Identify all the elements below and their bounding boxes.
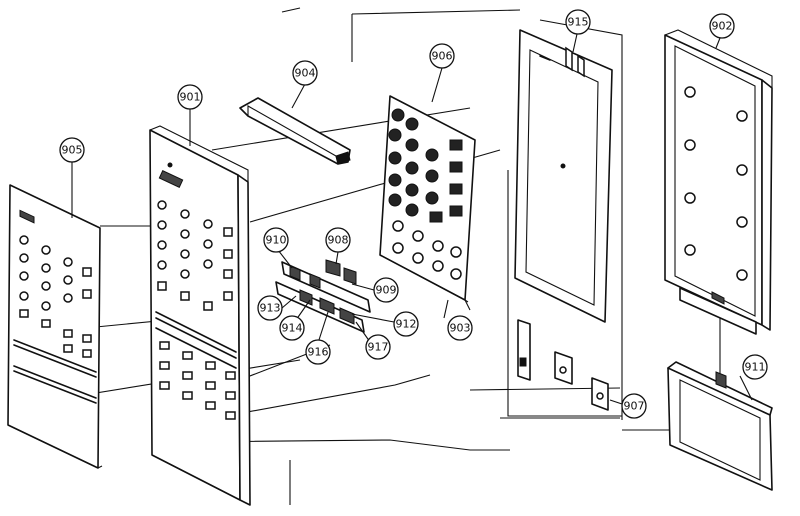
svg-text:908: 908 — [328, 234, 349, 247]
svg-text:917: 917 — [368, 341, 389, 354]
callout-911: 911 — [742, 354, 768, 380]
callout-913: 913 — [257, 295, 283, 321]
part-905-overlay — [7, 184, 103, 469]
callout-903: 903 — [447, 315, 473, 341]
battery-terminals — [517, 319, 609, 411]
keypad-keys — [388, 108, 463, 280]
callout-909: 909 — [373, 277, 399, 303]
callout-910: 910 — [263, 227, 289, 253]
callout-908: 908 — [325, 227, 351, 253]
overlay-buttons — [19, 235, 92, 358]
callout-902: 902 — [709, 13, 735, 39]
svg-text:913: 913 — [260, 302, 281, 315]
svg-text:906: 906 — [432, 50, 453, 63]
svg-text:909: 909 — [376, 284, 397, 297]
svg-text:910: 910 — [266, 234, 287, 247]
rear-case-bosses — [684, 86, 748, 281]
callout-901: 901 — [177, 84, 203, 110]
svg-text:911: 911 — [745, 361, 766, 374]
part-911-battery-cover — [667, 361, 773, 491]
part-906-keypad — [379, 95, 476, 303]
callout-912: 912 — [393, 311, 419, 337]
part-901-front-case — [149, 125, 251, 506]
leader-lines — [71, 33, 753, 409]
callout-917: 917 — [365, 334, 391, 360]
case-buttons — [157, 200, 233, 311]
callout-906: 906 — [429, 43, 455, 69]
svg-text:903: 903 — [450, 322, 471, 335]
callout-914: 914 — [279, 315, 305, 341]
part-902-rear-case — [664, 29, 773, 335]
svg-text:905: 905 — [62, 144, 83, 157]
callout-905: 905 — [59, 137, 85, 163]
svg-text:907: 907 — [624, 400, 645, 413]
part-915-back-plate — [514, 29, 613, 323]
svg-text:916: 916 — [308, 346, 329, 359]
part-903-contact-sheet — [379, 254, 471, 311]
part-904-end-cap — [239, 97, 351, 165]
svg-text:902: 902 — [712, 20, 733, 33]
circuit-components — [275, 259, 371, 333]
callout-916: 916 — [305, 339, 331, 365]
callout-904: 904 — [292, 60, 318, 86]
svg-text:904: 904 — [295, 67, 316, 80]
svg-text:912: 912 — [396, 318, 417, 331]
svg-text:901: 901 — [180, 91, 201, 104]
callout-907: 907 — [621, 393, 647, 419]
case-lower-buttons — [159, 341, 236, 420]
svg-text:915: 915 — [568, 16, 589, 29]
callout-915: 915 — [565, 9, 591, 35]
svg-text:914: 914 — [282, 322, 303, 335]
